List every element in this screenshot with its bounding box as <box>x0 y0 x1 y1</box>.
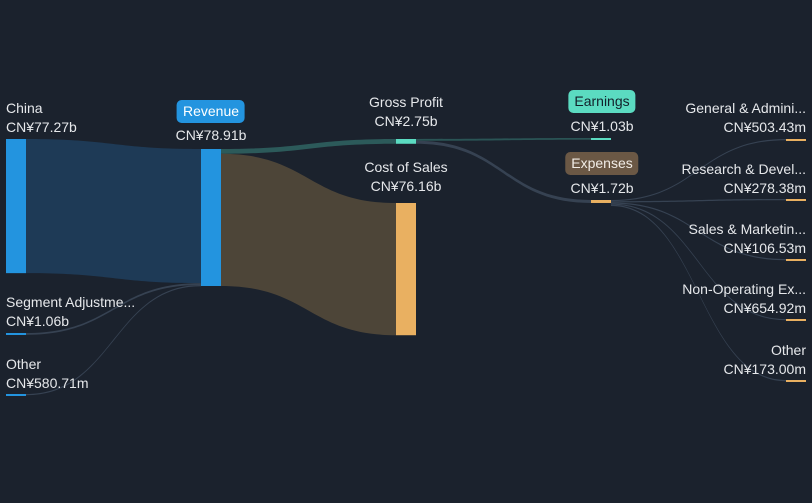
link-expenses-ga <box>611 139 786 202</box>
node-label-china: China CN¥77.27b <box>6 100 77 136</box>
segment-name: Segment Adjustme... <box>6 294 136 310</box>
gross-profit-name: Gross Profit <box>369 94 443 110</box>
ga-value: CN¥503.43m <box>723 119 807 135</box>
link-other_in-revenue <box>26 284 201 396</box>
segment-value: CN¥1.06b <box>6 313 70 329</box>
node-label-expenses: Expenses CN¥1.72b <box>565 152 639 197</box>
nonop-value: CN¥654.92m <box>723 300 807 316</box>
expenses-value: CN¥1.72b <box>570 180 634 196</box>
node-label-earnings: Earnings CN¥1.03b <box>568 90 636 135</box>
node-bar-other_in <box>6 394 26 396</box>
link-china-revenue <box>26 139 201 284</box>
node-label-other-out: Other CN¥173.00m <box>724 342 807 378</box>
link-revenue-cost_of_sales <box>221 153 396 336</box>
sankey-nodes <box>6 138 806 396</box>
link-expenses-sm <box>611 202 786 261</box>
node-bar-sm <box>786 259 806 261</box>
node-label-ga: General & Admini... CN¥503.43m <box>685 100 806 136</box>
ga-name: General & Admini... <box>685 100 806 116</box>
cost-of-sales-value: CN¥76.16b <box>370 178 442 194</box>
cost-of-sales-name: Cost of Sales <box>364 159 448 175</box>
other-in-name: Other <box>6 356 42 372</box>
node-bar-ga <box>786 139 806 141</box>
node-label-revenue: Revenue CN¥78.91b <box>175 100 247 144</box>
rd-name: Research & Devel... <box>681 161 807 177</box>
link-gross_profit-earnings <box>416 138 591 141</box>
node-label-rd: Research & Devel... CN¥278.38m <box>682 161 807 197</box>
node-bar-other_out <box>786 380 806 382</box>
link-gross_profit-expenses <box>416 140 591 203</box>
node-bar-rd <box>786 199 806 201</box>
node-bar-expenses <box>591 200 611 203</box>
node-label-cost-of-sales: Cost of Sales CN¥76.16b <box>364 159 447 195</box>
expenses-name: Expenses <box>565 152 639 175</box>
node-bar-revenue <box>201 149 221 286</box>
sankey-links <box>26 138 786 396</box>
node-bar-segment <box>6 333 26 335</box>
node-label-gross-profit: Gross Profit CN¥2.75b <box>369 94 443 130</box>
node-label-segment: Segment Adjustme... CN¥1.06b <box>6 294 135 330</box>
node-label-sm: Sales & Marketin... CN¥106.53m <box>689 221 807 257</box>
nonop-name: Non-Operating Ex... <box>682 281 806 297</box>
node-bar-cost_of_sales <box>396 203 416 336</box>
node-label-other-in: Other CN¥580.71m <box>6 356 89 392</box>
link-expenses-rd <box>611 199 786 203</box>
node-bar-earnings <box>591 138 611 140</box>
china-name: China <box>6 100 43 116</box>
revenue-name: Revenue <box>176 100 246 123</box>
node-bar-china <box>6 139 26 274</box>
earnings-value: CN¥1.03b <box>570 118 634 134</box>
link-segment-revenue <box>26 283 201 335</box>
sm-value: CN¥106.53m <box>723 240 807 256</box>
node-bar-nonop <box>786 319 806 321</box>
rd-value: CN¥278.38m <box>723 180 807 196</box>
sm-name: Sales & Marketin... <box>688 221 807 237</box>
link-expenses-other_out <box>611 204 786 382</box>
other-out-name: Other <box>770 342 806 358</box>
node-label-nonop: Non-Operating Ex... CN¥654.92m <box>682 281 806 317</box>
china-value: CN¥77.27b <box>6 119 77 135</box>
other-out-value: CN¥173.00m <box>723 361 807 377</box>
earnings-name: Earnings <box>568 90 636 113</box>
other-in-value: CN¥580.71m <box>6 375 89 391</box>
link-revenue-gross_profit <box>221 139 396 154</box>
gross-profit-value: CN¥2.75b <box>374 113 438 129</box>
revenue-value: CN¥78.91b <box>175 127 247 143</box>
node-bar-gross_profit <box>396 139 416 144</box>
link-expenses-nonop <box>611 203 786 321</box>
